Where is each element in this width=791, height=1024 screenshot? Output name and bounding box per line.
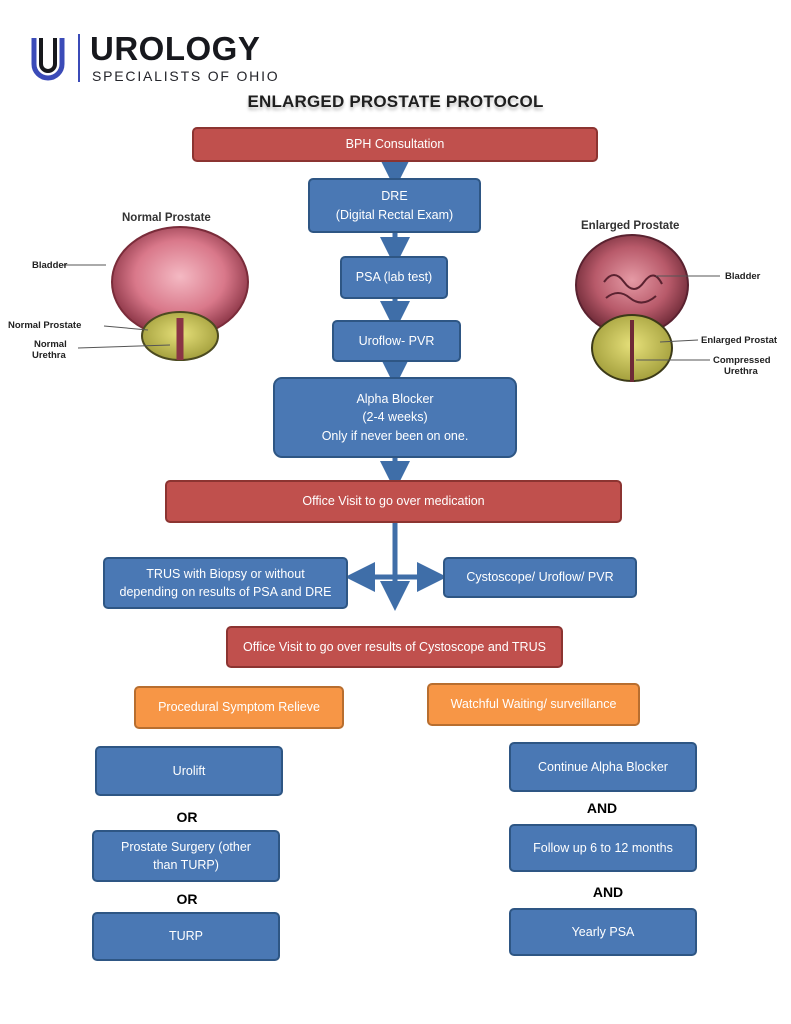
- node-urolift[interactable]: Urolift: [95, 746, 283, 796]
- logo-subtitle: SPECIALISTS OF OHIO: [92, 68, 280, 84]
- node-office-visit-medication[interactable]: Office Visit to go over medication: [165, 480, 622, 523]
- normal-prostate-label: Normal Prostate: [8, 320, 81, 331]
- enlarged-bladder-label: Bladder: [725, 271, 761, 282]
- node-follow-up[interactable]: Follow up 6 to 12 months: [509, 824, 697, 872]
- node-prostate-surgery[interactable]: Prostate Surgery (other than TURP): [92, 830, 280, 882]
- node-continue-alpha-blocker[interactable]: Continue Alpha Blocker: [509, 742, 697, 792]
- connector-and-2: AND: [592, 884, 624, 900]
- logo-mark: [31, 38, 65, 81]
- node-psa[interactable]: PSA (lab test): [340, 256, 448, 299]
- node-turp[interactable]: TURP: [92, 912, 280, 961]
- normal-bladder-label: Bladder: [32, 260, 68, 271]
- node-dre[interactable]: DRE (Digital Rectal Exam): [308, 178, 481, 233]
- connector-or-2: OR: [176, 891, 198, 907]
- logo-divider: [78, 34, 80, 82]
- node-cystoscope[interactable]: Cystoscope/ Uroflow/ PVR: [443, 557, 637, 598]
- node-yearly-psa[interactable]: Yearly PSA: [509, 908, 697, 956]
- connector-or-1: OR: [176, 809, 198, 825]
- normal-urethra-label-2: Urethra: [32, 350, 67, 361]
- enlarged-illustration-title: Enlarged Prostate: [581, 220, 679, 232]
- vertical-arrows: [345, 159, 447, 611]
- enlarged-prostate-label: Enlarged Prostat: [701, 335, 778, 346]
- connector-and-1: AND: [586, 800, 618, 816]
- normal-urethra-label-1: Normal: [34, 339, 67, 350]
- page-title: ENLARGED PROSTATE PROTOCOL: [247, 92, 544, 111]
- node-office-visit-results[interactable]: Office Visit to go over results of Cysto…: [226, 626, 563, 668]
- node-trus[interactable]: TRUS with Biopsy or without depending on…: [103, 557, 348, 609]
- compressed-urethra-label-1: Compressed: [713, 355, 771, 366]
- normal-illustration-title: Normal Prostate: [122, 212, 211, 224]
- enlarged-prostate-illustration: Enlarged Prostate Bladder Enlarged Prost…: [575, 220, 778, 382]
- node-procedural-symptom-relieve[interactable]: Procedural Symptom Relieve: [134, 686, 344, 729]
- node-uroflow-pvr[interactable]: Uroflow- PVR: [332, 320, 461, 362]
- node-alpha-blocker[interactable]: Alpha Blocker (2-4 weeks) Only if never …: [273, 377, 517, 458]
- compressed-urethra-label-2: Urethra: [724, 366, 759, 377]
- logo-title: UROLOGY: [90, 30, 261, 67]
- normal-prostate-illustration: Normal Prostate Bladder Normal Prostate …: [8, 212, 249, 361]
- node-watchful-waiting[interactable]: Watchful Waiting/ surveillance: [427, 683, 640, 726]
- node-bph-consultation[interactable]: BPH Consultation: [192, 127, 598, 162]
